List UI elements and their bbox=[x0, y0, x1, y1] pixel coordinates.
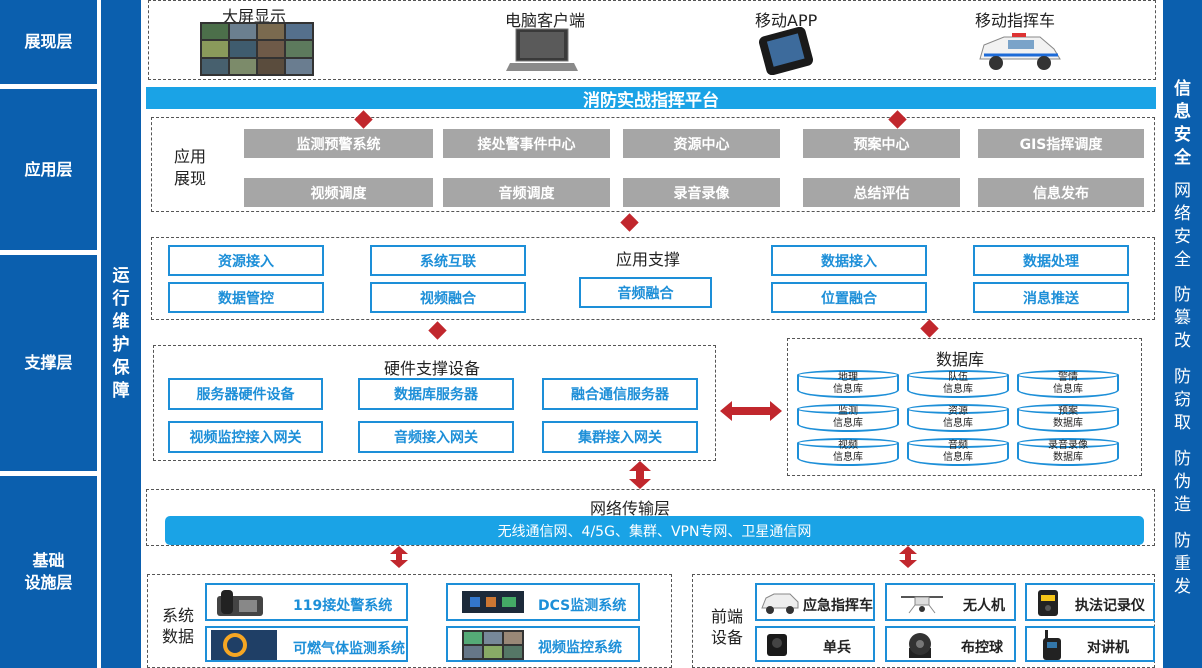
app-summary-evaluation[interactable]: 总结评估 bbox=[803, 178, 960, 207]
app-monitoring-warning[interactable]: 监测预警系统 bbox=[244, 129, 433, 158]
security-info: 信息安全 bbox=[1174, 79, 1191, 168]
sys-119[interactable]: 119接处警系统 bbox=[205, 583, 408, 621]
front-soldier[interactable]: 单兵 bbox=[755, 626, 875, 662]
app-support-panel bbox=[151, 237, 1155, 320]
app-section-label: 应用 展现 bbox=[174, 147, 207, 188]
app-gis-dispatch[interactable]: GIS指挥调度 bbox=[978, 129, 1144, 158]
support-audio-fusion[interactable]: 音频融合 bbox=[579, 277, 712, 308]
security-column: 信息安全 网络安全 防篡改 防窃取 防伪造 防重发 bbox=[1163, 0, 1202, 668]
sys-label: 系统 数据 bbox=[162, 606, 195, 646]
app-alarm-event-center[interactable]: 接处警事件中心 bbox=[443, 129, 610, 158]
sys-dcs[interactable]: DCS监测系统 bbox=[446, 583, 640, 621]
mobile-phone-icon bbox=[758, 27, 814, 75]
front-label: 前端 设备 bbox=[711, 607, 744, 647]
app-audio-dispatch[interactable]: 音频调度 bbox=[443, 178, 610, 207]
vertical-double-arrow-icon bbox=[899, 546, 917, 568]
front-walkie-talkie[interactable]: 对讲机 bbox=[1025, 626, 1155, 662]
hw-video-gateway[interactable]: 视频监控接入网关 bbox=[168, 421, 323, 453]
display-pc-label: 电脑客户端 bbox=[505, 11, 586, 30]
security-tamper: 防篡改 bbox=[1174, 285, 1191, 351]
app-video-dispatch[interactable]: 视频调度 bbox=[244, 178, 433, 207]
gas-monitor-screen-icon bbox=[211, 630, 277, 660]
support-system-interconnect[interactable]: 系统互联 bbox=[370, 245, 526, 276]
support-message-push[interactable]: 消息推送 bbox=[973, 282, 1129, 313]
front-drone[interactable]: 无人机 bbox=[885, 583, 1016, 621]
connector-diamond bbox=[620, 213, 639, 232]
display-bigscreen-label: 大屏显示 bbox=[222, 7, 287, 26]
support-video-fusion[interactable]: 视频融合 bbox=[370, 282, 526, 313]
drone-icon bbox=[901, 596, 943, 614]
db-title: 数据库 bbox=[936, 350, 985, 369]
ops-label: 运行维护保障 bbox=[112, 266, 130, 401]
database-panel bbox=[787, 338, 1142, 476]
support-resource-access[interactable]: 资源接入 bbox=[168, 245, 324, 276]
sys-video-monitoring[interactable]: 视频监控系统 bbox=[446, 626, 640, 662]
security-network: 网络安全 bbox=[1174, 181, 1191, 270]
front-body-camera[interactable]: 执法记录仪 bbox=[1025, 583, 1155, 621]
display-vehicle-label: 移动指挥车 bbox=[975, 11, 1056, 30]
connector-diamond bbox=[920, 319, 939, 338]
vehicle-icon bbox=[761, 593, 799, 614]
layer-presentation: 展现层 bbox=[0, 0, 97, 84]
sys-gas[interactable]: 可燃气体监测系统 bbox=[205, 626, 408, 662]
monitor-screen-icon bbox=[462, 591, 524, 613]
hardware-panel bbox=[153, 345, 716, 461]
db-geo: 地理 信息库 bbox=[797, 370, 899, 398]
soldier-device-icon bbox=[767, 634, 787, 656]
db-alarm: 警情 信息库 bbox=[1017, 370, 1119, 398]
db-resource: 资源 信息库 bbox=[907, 404, 1009, 432]
cctv-wall-icon bbox=[462, 630, 524, 660]
application-panel bbox=[151, 117, 1155, 212]
app-plan-center[interactable]: 预案中心 bbox=[803, 129, 960, 158]
front-dome-camera[interactable]: 布控球 bbox=[885, 626, 1016, 662]
network-title: 网络传输层 bbox=[590, 499, 671, 518]
double-arrow-icon bbox=[720, 401, 782, 421]
db-video: 视频 信息库 bbox=[797, 438, 899, 466]
layer-support: 支撑层 bbox=[0, 255, 97, 471]
connector-diamond bbox=[428, 321, 447, 340]
support-data-processing[interactable]: 数据处理 bbox=[973, 245, 1129, 276]
support-title: 应用支撑 bbox=[616, 250, 681, 269]
command-vehicle-icon bbox=[979, 33, 1061, 70]
layer-application: 应用层 bbox=[0, 89, 97, 250]
db-audio: 音频 信息库 bbox=[907, 438, 1009, 466]
display-app-label: 移动APP bbox=[755, 11, 818, 30]
laptop-icon bbox=[506, 28, 578, 71]
support-data-access[interactable]: 数据接入 bbox=[771, 245, 927, 276]
network-panel bbox=[146, 489, 1155, 546]
db-recording: 录音录像 数据库 bbox=[1017, 438, 1119, 466]
security-forge: 防伪造 bbox=[1174, 449, 1191, 515]
ops-maintenance-column: 运行维护保障 bbox=[101, 0, 141, 668]
hw-cluster-gateway[interactable]: 集群接入网关 bbox=[542, 421, 698, 453]
layer-infrastructure: 基础 设施层 bbox=[0, 476, 97, 668]
walkie-talkie-icon bbox=[1043, 630, 1061, 660]
presentation-panel bbox=[148, 0, 1156, 80]
hw-server[interactable]: 服务器硬件设备 bbox=[168, 378, 323, 410]
security-theft: 防窃取 bbox=[1174, 367, 1191, 433]
app-resource-center[interactable]: 资源中心 bbox=[623, 129, 780, 158]
db-plan: 预案 数据库 bbox=[1017, 404, 1119, 432]
app-recording[interactable]: 录音录像 bbox=[623, 178, 780, 207]
video-wall-image bbox=[200, 22, 314, 76]
body-camera-icon bbox=[1038, 590, 1058, 616]
app-info-publish[interactable]: 信息发布 bbox=[978, 178, 1144, 207]
dome-camera-icon bbox=[909, 633, 931, 658]
desk-phone-icon bbox=[217, 590, 263, 616]
hw-audio-gateway[interactable]: 音频接入网关 bbox=[358, 421, 514, 453]
front-command-vehicle[interactable]: 应急指挥车 bbox=[755, 583, 875, 621]
hw-comm-server[interactable]: 融合通信服务器 bbox=[542, 378, 698, 410]
network-bar: 无线通信网、4/5G、集群、VPN专网、卫星通信网 bbox=[165, 516, 1144, 545]
support-location-fusion[interactable]: 位置融合 bbox=[771, 282, 927, 313]
vertical-double-arrow-icon bbox=[629, 461, 651, 489]
hw-db-server[interactable]: 数据库服务器 bbox=[358, 378, 514, 410]
hw-title: 硬件支撑设备 bbox=[384, 359, 481, 378]
support-data-control[interactable]: 数据管控 bbox=[168, 282, 324, 313]
platform-title-bar: 消防实战指挥平台 bbox=[146, 87, 1156, 111]
db-team: 队伍 信息库 bbox=[907, 370, 1009, 398]
vertical-double-arrow-icon bbox=[390, 546, 408, 568]
db-monitor: 监测 信息库 bbox=[797, 404, 899, 432]
security-replay: 防重发 bbox=[1174, 531, 1191, 597]
